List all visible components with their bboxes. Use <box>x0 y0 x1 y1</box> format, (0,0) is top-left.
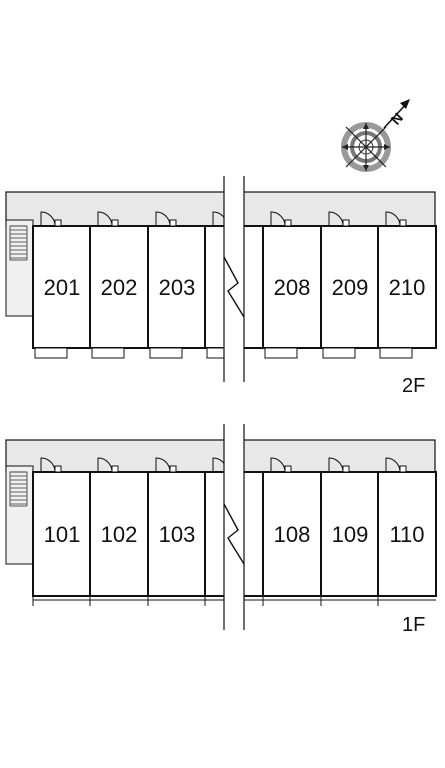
stair-landing <box>5 465 34 565</box>
door-icon <box>40 457 62 473</box>
floor-label-1f: 1F <box>402 614 425 636</box>
room-number: 102 <box>101 522 138 547</box>
door-icon <box>385 211 407 227</box>
door-icon <box>155 457 177 473</box>
unit-outline <box>262 471 322 597</box>
unit-outline <box>89 471 149 597</box>
unit-210: 210 <box>377 211 437 359</box>
unit-outline <box>377 225 437 349</box>
door-icon <box>97 211 119 227</box>
unit-108: 108 <box>262 457 322 606</box>
break-zigzag <box>223 503 245 565</box>
room-number: 103 <box>159 522 196 547</box>
north-label: N <box>387 110 406 128</box>
unit-outline <box>377 471 437 597</box>
room-number: 108 <box>274 522 311 547</box>
unit-outline <box>262 225 322 349</box>
corridor <box>5 191 436 227</box>
door-icon <box>270 211 292 227</box>
floor-1-plan: 101 102 103 108 109 110 <box>5 424 437 630</box>
door-icon <box>328 457 350 473</box>
break-gap <box>224 426 244 630</box>
unit-202: 202 <box>89 211 149 359</box>
door-icon <box>328 211 350 227</box>
unit-208: 208 <box>262 211 322 359</box>
balcony <box>322 347 356 359</box>
unit-outline <box>32 471 92 597</box>
break-zigzag <box>223 256 245 318</box>
unit-103: 103 <box>147 457 207 606</box>
stairs-icon <box>9 471 28 507</box>
room-number: 208 <box>274 275 311 300</box>
room-number: 202 <box>101 275 138 300</box>
unit-outline <box>89 225 149 349</box>
balcony <box>34 347 68 359</box>
room-number: 101 <box>44 522 81 547</box>
compass-rose-icon <box>341 122 391 172</box>
door-icon <box>40 211 62 227</box>
floor-label-2f: 2F <box>402 375 425 397</box>
balcony <box>264 347 298 359</box>
north-arrow-icon: N <box>383 99 410 129</box>
unit-102: 102 <box>89 457 149 606</box>
unit-109: 109 <box>320 457 380 606</box>
door-icon <box>155 211 177 227</box>
unit-201: 201 <box>32 211 92 359</box>
unit-203: 203 <box>147 211 207 359</box>
unit-209: 209 <box>320 211 380 359</box>
balcony <box>91 347 125 359</box>
break-gap <box>224 178 244 382</box>
corridor <box>5 439 436 473</box>
room-number: 209 <box>332 275 369 300</box>
balcony <box>149 347 183 359</box>
room-number: 210 <box>389 275 426 300</box>
door-icon <box>97 457 119 473</box>
room-number: 110 <box>389 522 424 547</box>
room-number: 203 <box>159 275 196 300</box>
unit-101: 101 <box>32 457 92 606</box>
compass-group: N <box>341 99 410 172</box>
unit-110: 110 <box>377 457 437 606</box>
door-icon <box>385 457 407 473</box>
door-icon <box>270 457 292 473</box>
balcony <box>379 347 413 359</box>
room-number: 201 <box>44 275 81 300</box>
stairs-icon <box>9 225 28 261</box>
room-number: 109 <box>332 522 369 547</box>
floor-2-plan: 201 202 203 208 209 210 <box>5 176 437 382</box>
